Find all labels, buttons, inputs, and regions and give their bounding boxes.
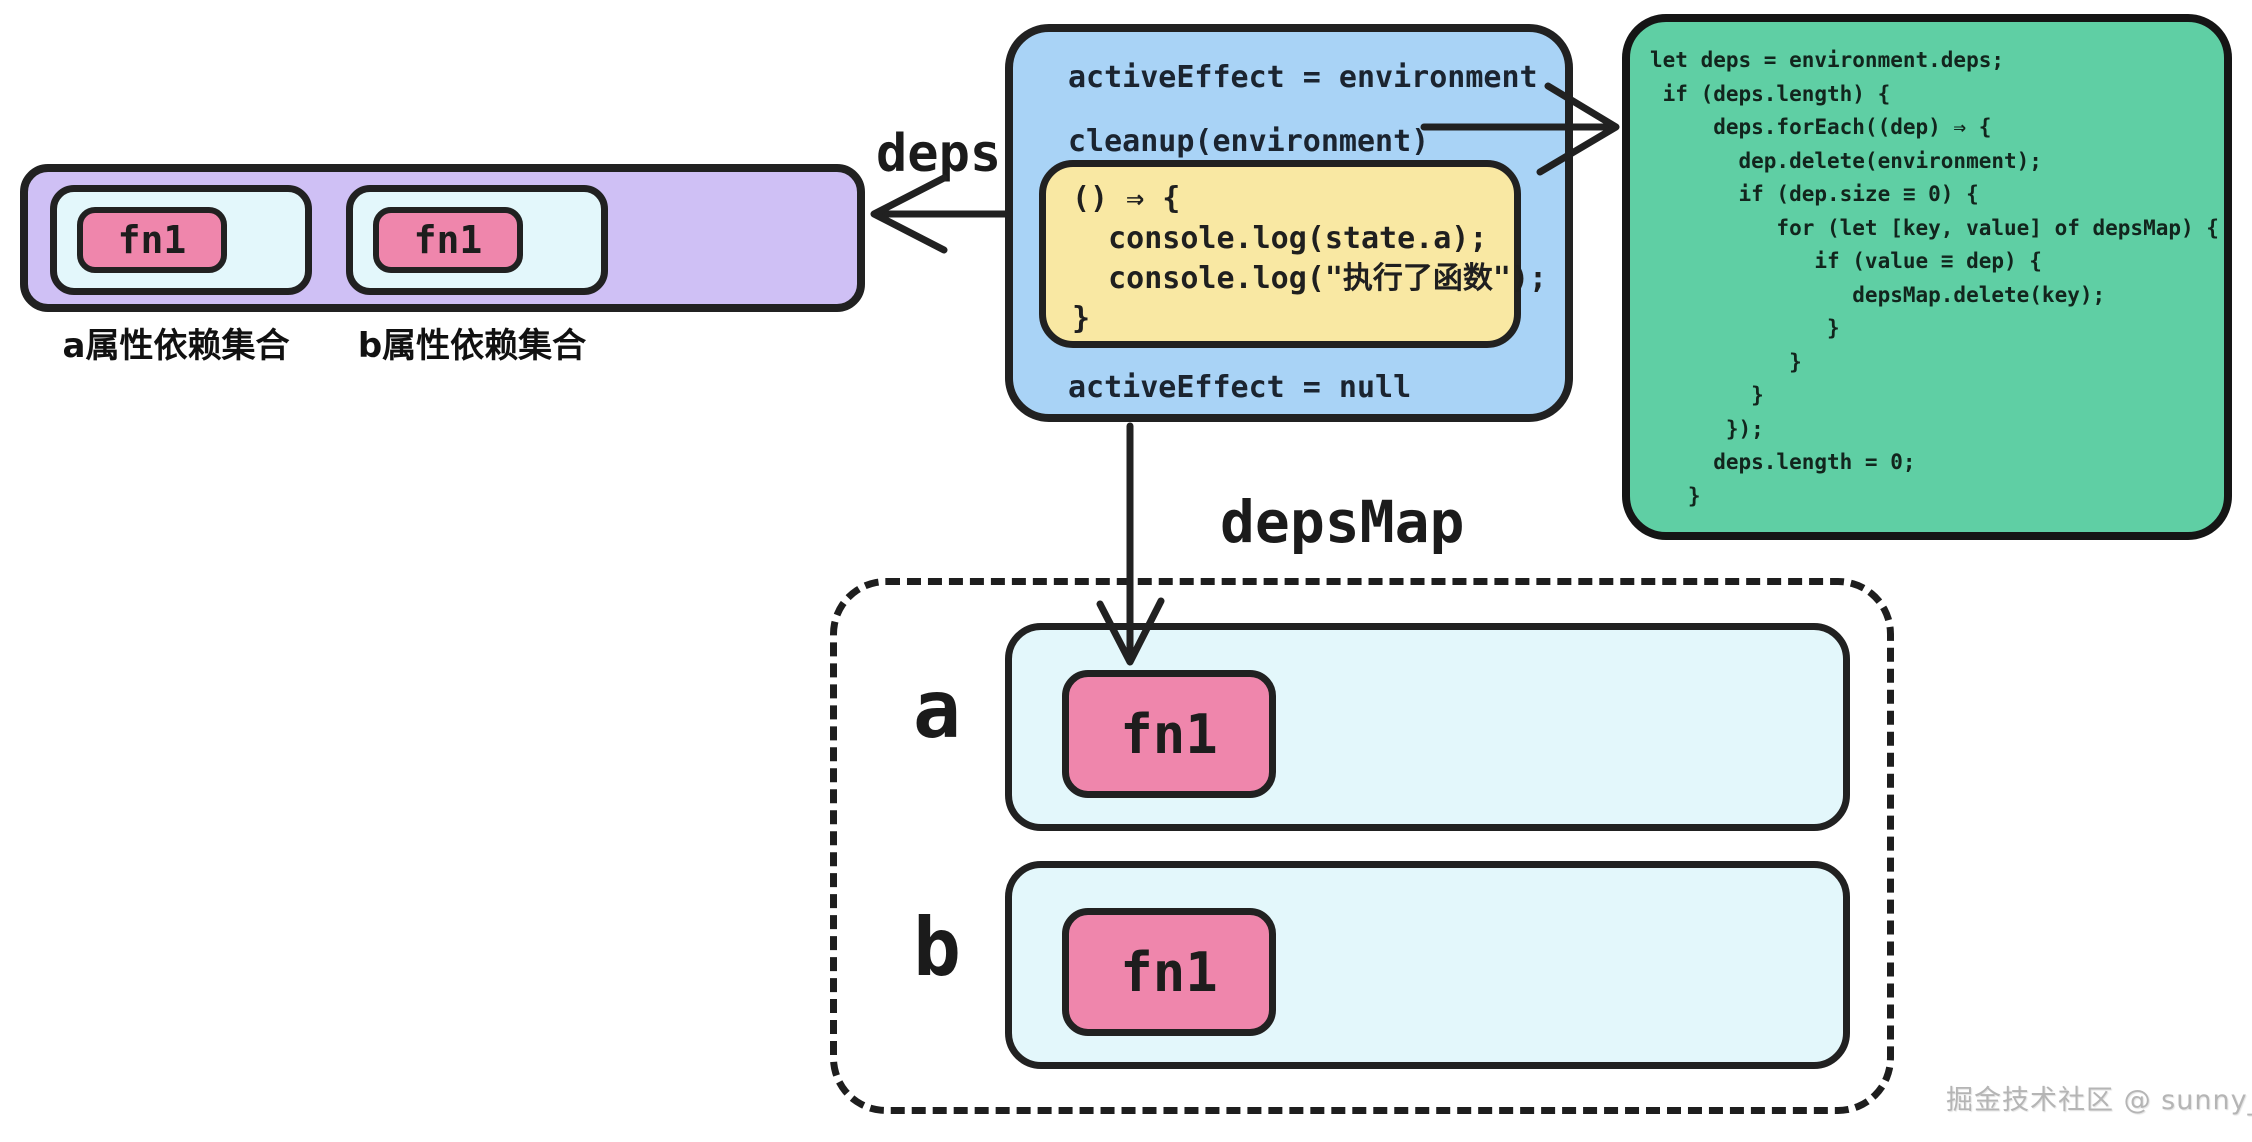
dep-set-b-label: b属性依赖集合 <box>357 326 587 366</box>
cleanup-code: let deps = environment.deps; if (deps.le… <box>1650 48 2219 508</box>
effect-fn-code: () ⇒ { console.log(state.a); console.log… <box>1072 181 1548 336</box>
fn1-label: fn1 <box>1120 940 1218 1004</box>
depsmap-bucket-a: fn1 <box>1005 623 1850 831</box>
fn1-chip-row-a: fn1 <box>1062 670 1276 798</box>
fn1-chip-row-b: fn1 <box>1062 908 1276 1036</box>
dep-set-a-label: a属性依赖集合 <box>62 326 290 366</box>
depsmap-key-a: a <box>912 663 962 756</box>
deps-arrow <box>870 174 1012 254</box>
fn1-label: fn1 <box>1120 702 1218 766</box>
cleanup-call-line: cleanup(environment) <box>1068 124 1430 159</box>
fn1-chip-set-a: fn1 <box>77 207 227 273</box>
cleanup-code-box: let deps = environment.deps; if (deps.le… <box>1622 14 2232 540</box>
fn1-label: fn1 <box>117 218 187 262</box>
fn1-label: fn1 <box>413 218 483 262</box>
watermark: 掘金技术社区 @ sunny_ <box>1946 1085 2252 1116</box>
depsmap-title: depsMap <box>1220 488 1465 556</box>
active-effect-assign-line: activeEffect = environment <box>1068 60 1538 95</box>
depsmap-bucket-b: fn1 <box>1005 861 1850 1069</box>
depsmap-key-b: b <box>912 901 962 994</box>
active-effect-null-line: activeEffect = null <box>1068 370 1412 405</box>
fn1-chip-set-b: fn1 <box>373 207 523 273</box>
effect-fn-box: () ⇒ { console.log(state.a); console.log… <box>1039 160 1548 348</box>
depsmap-container: a fn1 b fn1 <box>830 578 1894 1114</box>
dep-set-b: fn1 <box>346 185 608 295</box>
deps-arrow-label: deps <box>876 124 1002 184</box>
effect-box: activeEffect = environment cleanup(envir… <box>1005 24 1573 422</box>
deps-collection-panel: fn1 fn1 <box>20 164 865 312</box>
dep-set-a: fn1 <box>50 185 312 295</box>
